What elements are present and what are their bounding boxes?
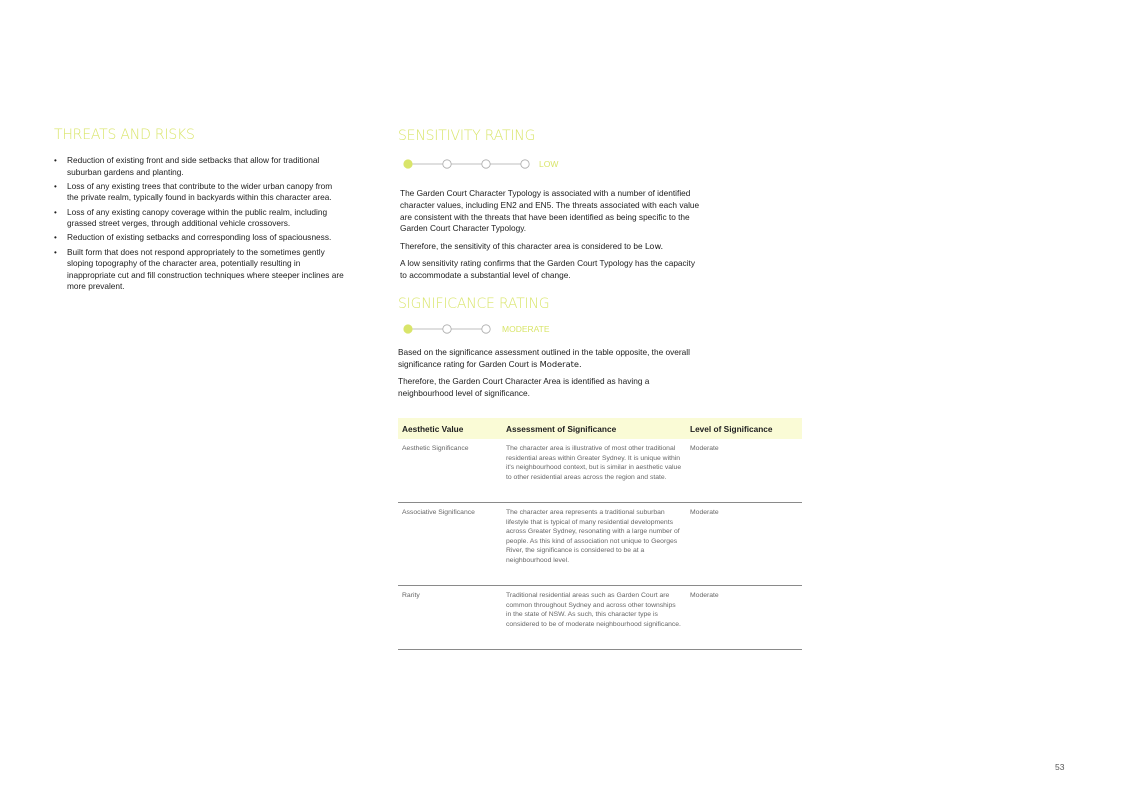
sensitivity-rating-value: Low. bbox=[644, 241, 664, 251]
significance-scale-graphic bbox=[403, 324, 491, 334]
threat-item: Loss of any existing trees that contribu… bbox=[54, 181, 344, 204]
significance-rating-label: MODERATE bbox=[502, 324, 550, 334]
sensitivity-conclusion: Therefore, the sensitivity of this chara… bbox=[400, 241, 700, 253]
significance-scale-dot-3 bbox=[481, 324, 491, 334]
significance-paragraph: Based on the significance assessment out… bbox=[398, 347, 698, 371]
significance-rating-value: Moderate. bbox=[539, 358, 582, 369]
table-row: Associative Significance The character a… bbox=[398, 502, 802, 586]
significance-paragraph-text: Based on the significance assessment out… bbox=[398, 347, 690, 369]
threat-item: Loss of any existing canopy coverage wit… bbox=[54, 207, 344, 230]
threat-item: Built form that does not respond appropr… bbox=[54, 247, 344, 293]
table-cell-value: Rarity bbox=[398, 585, 502, 650]
sensitivity-conclusion-text: Therefore, the sensitivity of this chara… bbox=[400, 241, 645, 251]
sensitivity-note: A low sensitivity rating confirms that t… bbox=[400, 258, 695, 280]
sensitivity-scale-dot-1-selected bbox=[403, 159, 413, 169]
table-cell-assessment: The character area is illustrative of mo… bbox=[502, 439, 686, 503]
page-number: 53 bbox=[1055, 762, 1065, 772]
column-header-aesthetic-value: Aesthetic Value bbox=[398, 418, 502, 439]
table-cell-assessment: The character area represents a traditio… bbox=[502, 502, 686, 586]
sensitivity-scale-graphic bbox=[403, 159, 530, 169]
table-cell-level: Moderate bbox=[686, 585, 802, 650]
table-header-row: Aesthetic Value Assessment of Significan… bbox=[398, 418, 802, 439]
significance-heading: SIGNIFICANCE RATING bbox=[398, 296, 550, 312]
significance-scale-dot-1-selected bbox=[403, 324, 413, 334]
table-row: Aesthetic Significance The character are… bbox=[398, 439, 802, 503]
threat-item: Reduction of existing front and side set… bbox=[54, 155, 344, 178]
significance-conclusion: Therefore, the Garden Court Character Ar… bbox=[398, 376, 650, 398]
threats-heading: THREATS AND RISKS bbox=[54, 127, 195, 143]
sensitivity-scale-dot-3 bbox=[481, 159, 491, 169]
column-header-level: Level of Significance bbox=[686, 418, 802, 439]
significance-scale-dot-2 bbox=[442, 324, 452, 334]
table-cell-value: Associative Significance bbox=[398, 502, 502, 586]
table-cell-level: Moderate bbox=[686, 502, 802, 586]
threat-item: Reduction of existing setbacks and corre… bbox=[54, 232, 344, 244]
sensitivity-scale-dot-2 bbox=[442, 159, 452, 169]
table-cell-level: Moderate bbox=[686, 439, 802, 503]
sensitivity-scale-dot-4 bbox=[520, 159, 530, 169]
table-cell-assessment: Traditional residential areas such as Ga… bbox=[502, 585, 686, 650]
table-row: Rarity Traditional residential areas suc… bbox=[398, 585, 802, 650]
threats-list: Reduction of existing front and side set… bbox=[54, 155, 344, 295]
sensitivity-paragraph: The Garden Court Character Typology is a… bbox=[400, 188, 700, 234]
sensitivity-heading: SENSITIVITY RATING bbox=[398, 128, 536, 144]
sensitivity-rating-label: LOW bbox=[539, 159, 559, 169]
significance-table: Aesthetic Value Assessment of Significan… bbox=[398, 418, 802, 650]
column-header-assessment: Assessment of Significance bbox=[502, 418, 686, 439]
table-cell-value: Aesthetic Significance bbox=[398, 439, 502, 503]
